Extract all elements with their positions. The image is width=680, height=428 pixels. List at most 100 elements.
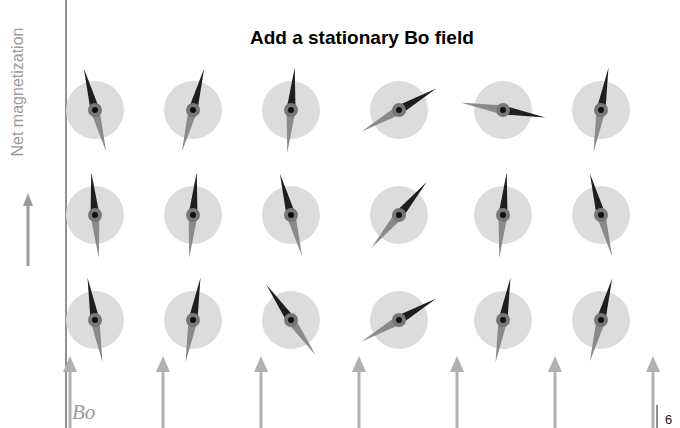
compass [164,67,222,152]
needle-pivot [496,208,510,222]
compass-face [572,186,630,244]
compass [360,81,439,139]
needle-pivot-dot [500,107,506,113]
needle-pivot [186,313,200,327]
magnetization-arrow [27,204,30,266]
needle-pivot [594,208,608,222]
compass-face [370,81,428,139]
compass-needle [185,172,201,258]
page-number: 6 [665,412,672,427]
compass-needle [360,85,439,136]
compass-needle [87,172,103,258]
needle-pivot-dot [598,317,604,323]
field-arrowhead [156,356,170,372]
compass-needle [263,282,320,358]
needle-pivot-dot [92,317,98,323]
needle-pivot [392,208,406,222]
compass-needle [178,67,209,152]
field-arrow [69,370,72,428]
compass [572,172,630,257]
compass-face [262,186,320,244]
compass [164,172,222,258]
needle-pivot-dot [396,107,402,113]
compass-face [164,291,222,349]
needle-pivot-dot [396,317,402,323]
needle-pivot [284,103,298,117]
field-arrowhead [352,356,366,372]
field-arrow [652,370,655,428]
compass [360,291,439,349]
needle-pivot [284,208,298,222]
compass-needle [181,277,205,363]
needle-pivot [88,313,102,327]
compass-needle [283,67,299,153]
field-arrow [554,370,557,428]
needle-pivot [186,103,200,117]
compass [262,67,320,153]
compass-face [474,81,532,139]
compass-face [370,291,428,349]
compass-face [66,81,124,139]
compass [164,277,222,363]
field-arrowhead [548,356,562,372]
needle-pivot [88,208,102,222]
compass-face [66,291,124,349]
needle-pivot-dot [396,212,402,218]
compass [66,67,124,152]
compass [66,172,124,258]
compass-needle [586,277,617,362]
compass-face [572,291,630,349]
field-label: Bo [72,400,95,425]
compass [572,277,630,362]
field-arrowhead [63,356,77,372]
needle-pivot [496,103,510,117]
compass-face [262,291,320,349]
needle-pivot-dot [190,212,196,218]
compass-needle [276,172,307,257]
compass-needle [368,179,430,251]
needle-pivot-dot [500,212,506,218]
needle-pivot [284,313,298,327]
compass-needle [491,277,515,363]
compass [262,172,320,257]
needle-pivot-dot [190,317,196,323]
needle-pivot-dot [598,107,604,113]
compass-face [370,186,428,244]
needle-pivot-dot [288,317,294,323]
compass [368,179,430,251]
compass [66,277,124,363]
compass-needle [83,277,107,363]
field-arrow [456,370,459,428]
magnetization-arrowhead [23,193,33,206]
needle-pivot-dot [288,107,294,113]
needle-pivot-dot [92,107,98,113]
needle-pivot-dot [500,317,506,323]
needle-pivot-dot [92,212,98,218]
field-arrow [260,370,263,428]
needle-pivot [88,103,102,117]
needle-pivot [594,313,608,327]
compass-needle [589,67,613,153]
field-arrow [162,370,165,428]
needle-pivot [496,313,510,327]
needle-pivot-dot [598,212,604,218]
needle-pivot [392,313,406,327]
needle-pivot [392,103,406,117]
diagram-title: Add a stationary Bo field [250,27,474,49]
compass-needle [586,172,617,257]
needle-pivot [594,103,608,117]
compass [572,67,630,153]
field-arrow [358,370,361,428]
compass-needle [360,295,439,346]
field-arrowhead [254,356,268,372]
compass-face [572,81,630,139]
needle-pivot-dot [190,107,196,113]
compass [460,81,546,139]
compass [474,277,532,363]
compass [262,282,320,358]
needle-pivot [186,208,200,222]
field-arrowhead [450,356,464,372]
field-arrowhead [646,356,660,372]
